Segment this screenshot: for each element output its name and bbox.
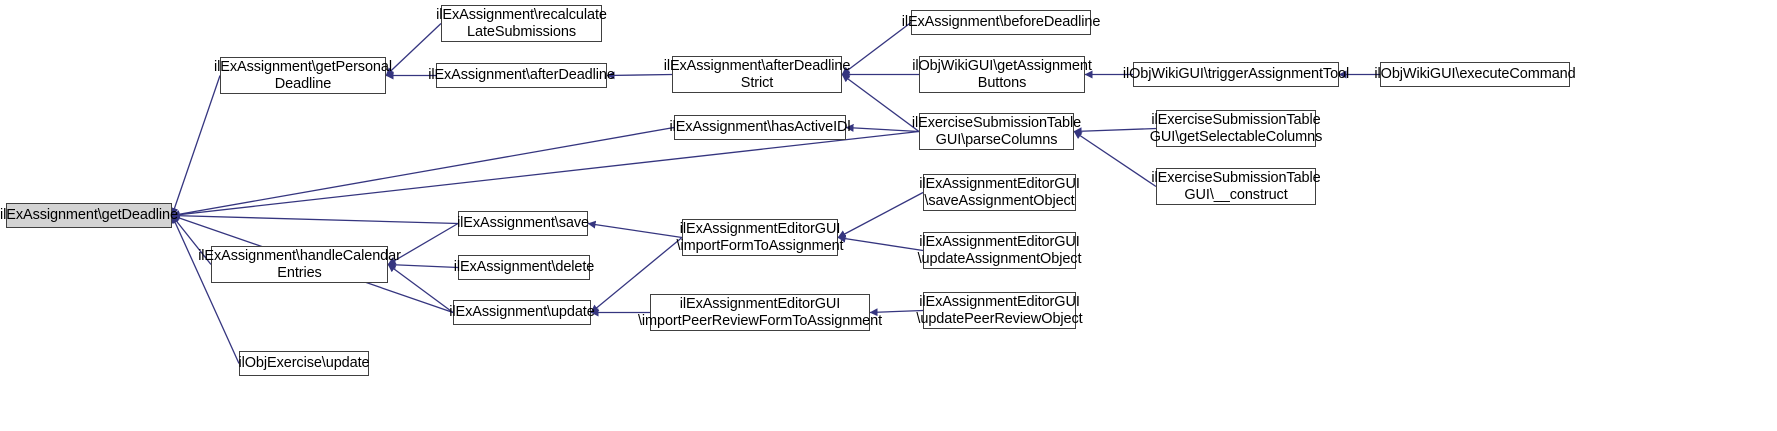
- graph-node-label: ilExAssignmentEditorGUI \importFormToAss…: [676, 220, 844, 254]
- graph-node-label: ilExerciseSubmissionTable GUI\parseColum…: [911, 114, 1082, 148]
- graph-node-label: ilExAssignment\beforeDeadline: [901, 14, 1101, 30]
- graph-node-parseColumns[interactable]: ilExerciseSubmissionTable GUI\parseColum…: [912, 113, 1081, 150]
- graph-node-getAssignmentButtons[interactable]: ilObjWikiGUI\getAssignment Buttons: [912, 56, 1092, 93]
- graph-node-importFormToAssignment[interactable]: ilExAssignmentEditorGUI \importFormToAss…: [677, 219, 844, 256]
- graph-node-label: ilExAssignmentEditorGUI \importPeerRevie…: [637, 295, 883, 329]
- graph-edge-ilObjExerciseUpdate-to-getDeadline: [171, 215, 240, 364]
- graph-node-label: ilExAssignment\delete: [453, 259, 595, 275]
- graph-edge-updateAssignmentObject-to-importFormToAssignment: [837, 234, 924, 252]
- graph-edge-getPersonalDeadline-to-getDeadline: [170, 75, 221, 216]
- graph-node-label: ilExAssignment\save: [457, 215, 589, 231]
- graph-node-updatePeerReviewObject[interactable]: ilExAssignmentEditorGUI \updatePeerRevie…: [916, 292, 1083, 329]
- graph-node-save[interactable]: ilExAssignment\save: [457, 211, 589, 236]
- graph-node-afterDeadlineStrict[interactable]: ilExAssignment\afterDeadline Strict: [664, 56, 850, 93]
- graph-edge-construct-to-parseColumns: [1073, 130, 1157, 188]
- graph-edge-parseColumns-to-getDeadline: [171, 130, 920, 219]
- graph-node-getPersonalDeadline[interactable]: ilExAssignment\getPersonal Deadline: [214, 57, 392, 94]
- graph-node-getSelectableColumns[interactable]: ilExerciseSubmissionTable GUI\getSelecta…: [1150, 110, 1322, 147]
- graph-node-importPeerReviewForm[interactable]: ilExAssignmentEditorGUI \importPeerRevie…: [638, 294, 882, 331]
- graph-node-afterDeadline[interactable]: ilExAssignment\afterDeadline: [428, 63, 615, 88]
- graph-node-label: ilExAssignmentEditorGUI \saveAssignmentO…: [919, 175, 1080, 209]
- graph-node-label: ilObjWikiGUI\executeCommand: [1374, 66, 1576, 82]
- graph-node-label: ilExAssignment\getDeadline: [0, 207, 178, 223]
- graph-node-handleCalendarEntries[interactable]: ilExAssignment\handleCalendar Entries: [198, 246, 401, 283]
- graph-node-executeCommand[interactable]: ilObjWikiGUI\executeCommand: [1374, 62, 1576, 87]
- graph-node-update[interactable]: ilExAssignment\update: [449, 300, 595, 325]
- graph-node-label: ilExAssignment\handleCalendar Entries: [198, 247, 401, 281]
- graph-node-triggerAssignmentTool[interactable]: ilObjWikiGUI\triggerAssignmentTool: [1123, 62, 1349, 87]
- graph-node-label: ilExerciseSubmissionTable GUI\getSelecta…: [1149, 111, 1323, 145]
- graph-node-hasActiveIDl[interactable]: ilExAssignment\hasActiveIDl: [669, 115, 851, 140]
- graph-node-label: ilExerciseSubmissionTable GUI\__construc…: [1151, 169, 1321, 203]
- graph-node-label: ilExAssignment\afterDeadline: [428, 67, 615, 83]
- graph-node-label: ilExAssignmentEditorGUI \updateAssignmen…: [917, 233, 1082, 267]
- graph-node-label: ilExAssignment\afterDeadline Strict: [663, 57, 851, 91]
- graph-node-label: ilObjWikiGUI\triggerAssignmentTool: [1122, 66, 1350, 82]
- graph-node-beforeDeadline[interactable]: ilExAssignment\beforeDeadline: [902, 10, 1100, 35]
- graph-node-label: ilObjWikiGUI\getAssignment Buttons: [912, 57, 1092, 91]
- graph-edge-save-to-getDeadline: [171, 211, 459, 225]
- graph-node-label: ilExAssignmentEditorGUI \updatePeerRevie…: [916, 293, 1083, 327]
- graph-edge-hasActiveIDl-to-getDeadline: [171, 126, 675, 219]
- graph-node-ilObjExerciseUpdate[interactable]: ilObjExercise\update: [239, 351, 370, 376]
- graph-node-construct[interactable]: ilExerciseSubmissionTable GUI\__construc…: [1151, 168, 1321, 205]
- graph-node-label: ilExAssignment\recalculate LateSubmissio…: [436, 6, 607, 40]
- graph-node-delete[interactable]: ilExAssignment\delete: [454, 255, 594, 280]
- graph-node-updateAssignmentObject[interactable]: ilExAssignmentEditorGUI \updateAssignmen…: [918, 232, 1081, 269]
- graph-node-label: ilExAssignment\update: [449, 304, 595, 320]
- graph-node-label: ilExAssignment\getPersonal Deadline: [214, 58, 392, 92]
- graph-node-saveAssignmentObject[interactable]: ilExAssignmentEditorGUI \saveAssignmentO…: [919, 174, 1080, 211]
- graph-edge-importFormToAssignment-to-save: [587, 220, 683, 239]
- graph-node-getDeadline[interactable]: ilExAssignment\getDeadline: [0, 203, 178, 228]
- graph-node-recalculateLate[interactable]: ilExAssignment\recalculate LateSubmissio…: [436, 5, 607, 42]
- graph-edge-getSelectableColumns-to-parseColumns: [1073, 127, 1157, 136]
- graph-node-label: ilObjExercise\update: [238, 355, 370, 371]
- graph-edge-saveAssignmentObject-to-importFormToAssignment: [837, 191, 924, 239]
- graph-node-label: ilExAssignment\hasActiveIDl: [669, 119, 851, 135]
